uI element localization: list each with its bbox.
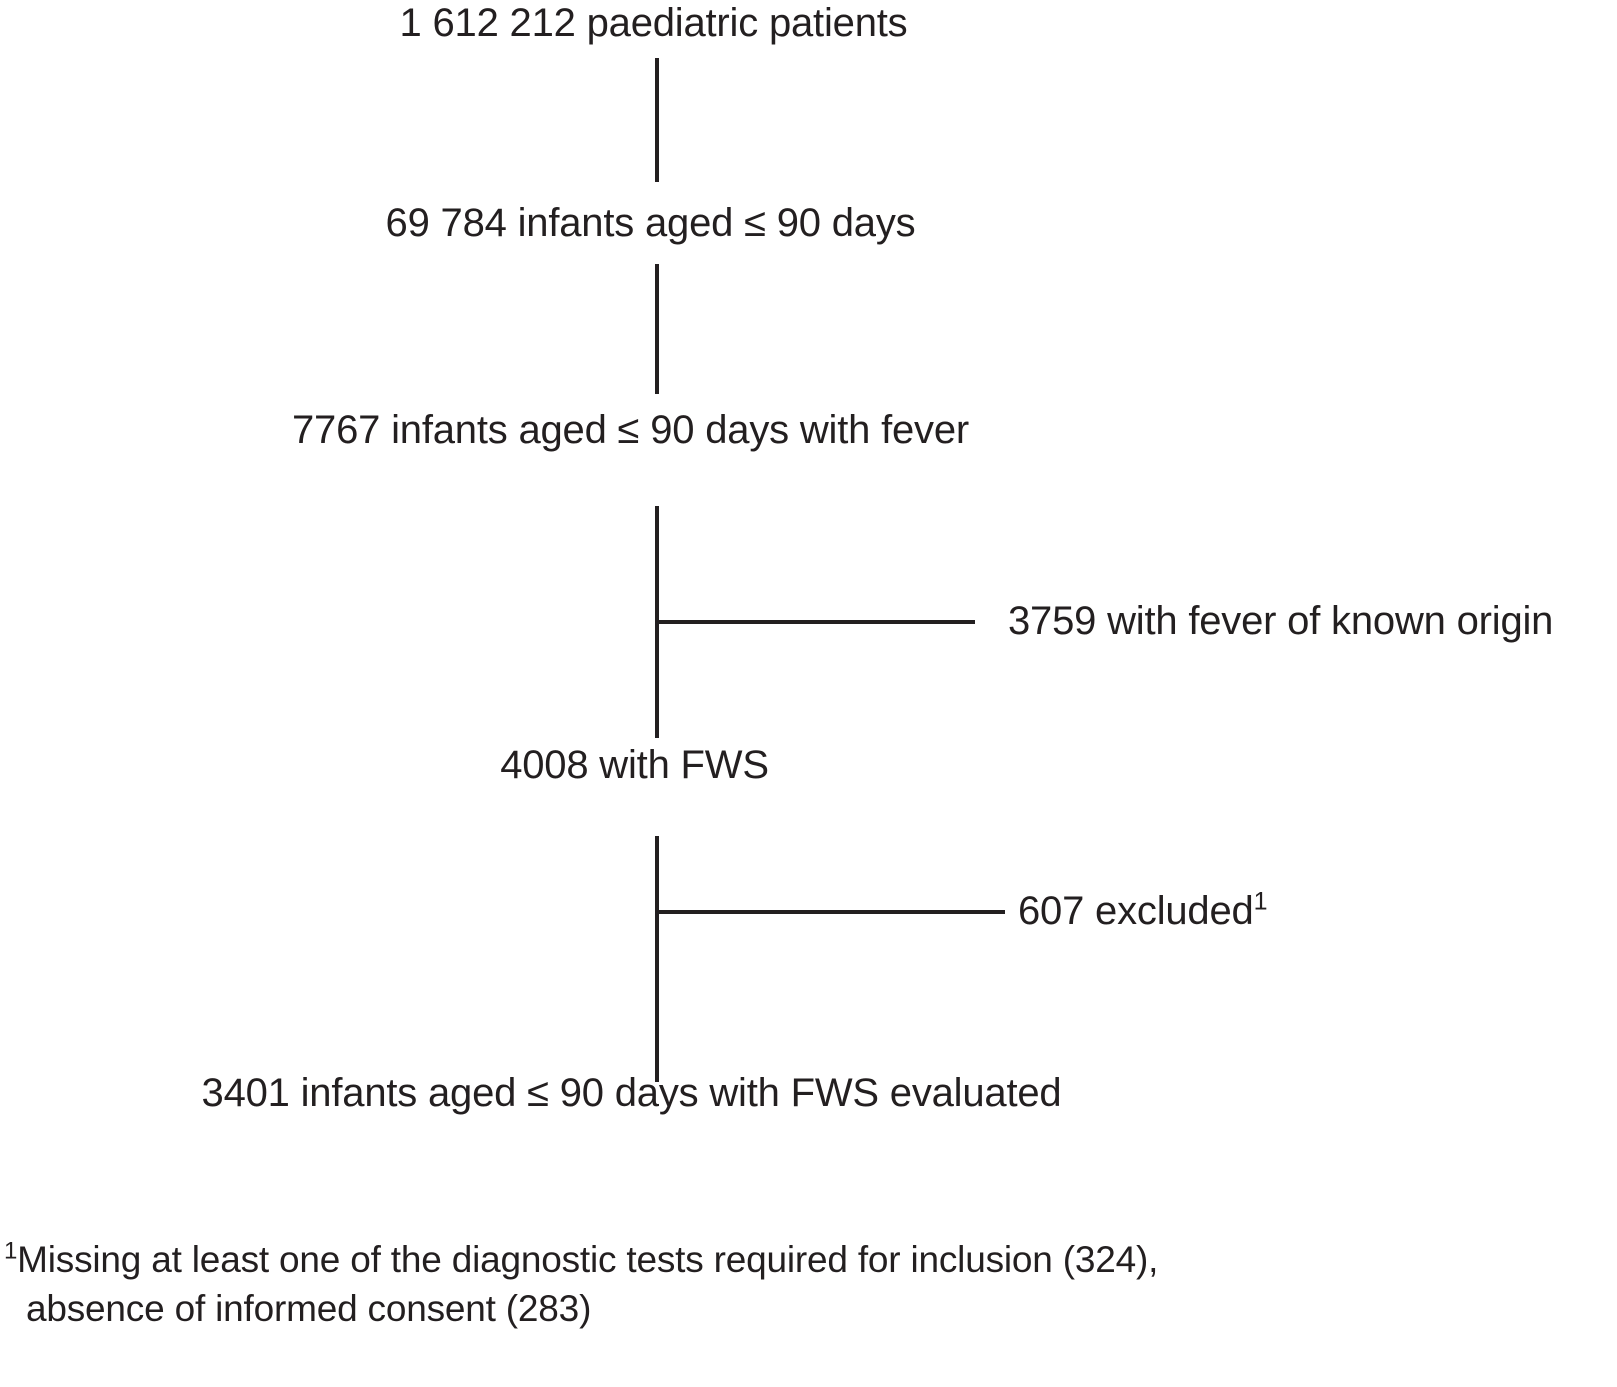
flow-node-fws-evaluated: 3401 infants aged ≤ 90 days with FWS eva… (201, 1071, 1062, 1115)
flow-branch-fever-known-origin: 3759 with fever of known origin (1008, 599, 1554, 643)
flow-branch-excluded-label: 607 excluded (1018, 889, 1254, 933)
flow-node-with-fws: 4008 with FWS (500, 743, 769, 787)
flow-node-total-paediatric-patients: 1 612 212 paediatric patients (399, 1, 908, 45)
flow-node-infants-90-days: 69 784 infants aged ≤ 90 days (385, 201, 916, 245)
footnote-line-1: 1Missing at least one of the diagnostic … (4, 1236, 1424, 1285)
footnote-marker: 1 (4, 1237, 18, 1265)
flow-node-infants-with-fever: 7767 infants aged ≤ 90 days with fever (291, 408, 970, 452)
footnote-line-2: absence of informed consent (283) (26, 1287, 592, 1329)
branch-connector-2 (655, 910, 1005, 914)
figure-footnote: 1Missing at least one of the diagnostic … (4, 1236, 1424, 1334)
connector-line-1 (655, 58, 659, 182)
connector-line-4 (655, 836, 659, 1082)
branch-connector-1 (655, 620, 975, 624)
footnote-text-1: Missing at least one of the diagnostic t… (17, 1239, 1159, 1280)
flow-branch-excluded: 607 excluded1 (1018, 887, 1268, 933)
connector-line-2 (655, 264, 659, 394)
footnote-reference-marker: 1 (1253, 887, 1268, 916)
